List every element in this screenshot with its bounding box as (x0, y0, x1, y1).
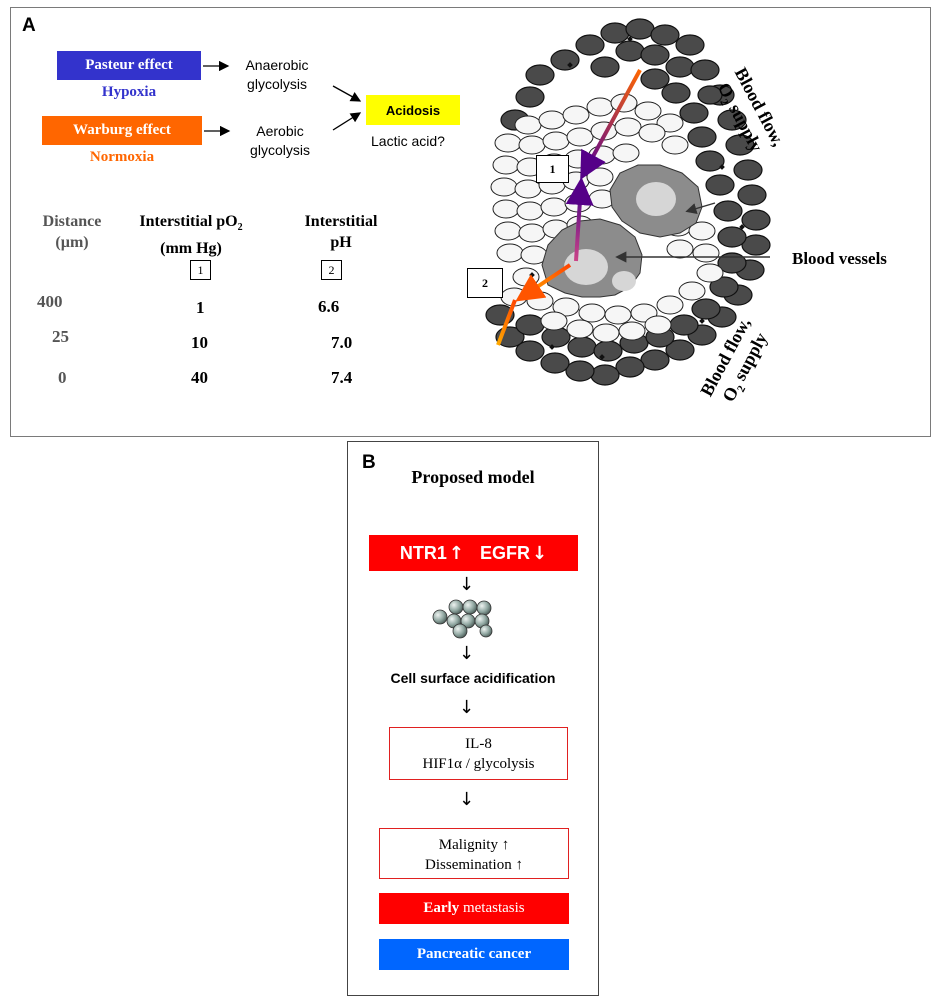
row-distance: 400 (37, 292, 63, 311)
blood-vessels-label: Blood vessels (792, 249, 887, 268)
row-po2: 10 (191, 333, 208, 352)
hypoxia-label: Hypoxia (101, 84, 157, 100)
tumor-cell-diagram (485, 18, 771, 386)
pasteur-effect-box: Pasteur effect (57, 51, 201, 80)
cell-surface-acidification: Cell surface acidification (390, 670, 556, 686)
diagram-marker-2: 2 (467, 268, 503, 298)
up-arrow-icon: ↑ (448, 542, 464, 564)
normoxia-label: Normoxia (89, 149, 155, 165)
aerobic-to-acidosis-arrow (332, 112, 362, 131)
down-arrow-icon: ↓ (459, 697, 475, 718)
row-distance: 0 (58, 368, 67, 387)
row-ph: 6.6 (318, 297, 340, 316)
header-distance: Distance(µm) (42, 213, 102, 251)
panel-a-label: A (22, 15, 36, 36)
panel-b-label: B (362, 452, 376, 473)
o2-gradient-arrow-2 (565, 177, 594, 262)
blood-vessel-pointer (685, 202, 716, 214)
pancreatic-cancer-box: Pancreatic cancer (379, 939, 569, 970)
header-po2: Interstitial pO2 (mm Hg) (139, 213, 243, 258)
diagram-marker-1: 1 (536, 155, 569, 183)
panel-a (10, 7, 931, 437)
down-arrow-icon: ↓ (459, 574, 475, 595)
panel-b (347, 441, 599, 996)
warburg-effect-box: Warburg effect (42, 116, 202, 145)
grey-core-regions (541, 164, 703, 298)
outer-dark-cells (485, 18, 771, 386)
cell-cluster-icon (432, 599, 493, 639)
lactic-acid-label: Lactic acid? (371, 133, 445, 149)
ntr1-egfr-box: NTR1↑ EGFR↓ (369, 535, 578, 571)
down-arrow-icon: ↓ (459, 643, 475, 664)
early-metastasis-box: Early metastasis (379, 893, 569, 924)
row-ph: 7.0 (331, 333, 353, 352)
down-arrow-icon: ↓ (532, 542, 548, 564)
anaerobic-to-acidosis-arrow (332, 85, 362, 102)
ph-gradient-arrow (515, 263, 572, 302)
down-arrow-icon: ↓ (459, 789, 475, 810)
ph-gradient-arrow-lower (496, 299, 517, 346)
malignity-dissemination-box: Malignity ↑Dissemination ↑ (379, 828, 569, 879)
row-po2: 1 (196, 298, 205, 317)
row-ph: 7.4 (331, 368, 353, 387)
proposed-model-title: Proposed model (411, 467, 535, 487)
ph-column-marker: 2 (321, 260, 342, 280)
row-po2: 40 (191, 368, 208, 387)
row-distance: 25 (52, 327, 69, 346)
o2-gradient-arrow-1 (580, 69, 642, 181)
acidosis-box: Acidosis (366, 95, 460, 125)
po2-column-marker: 1 (190, 260, 211, 280)
flow-arrows (203, 60, 362, 137)
